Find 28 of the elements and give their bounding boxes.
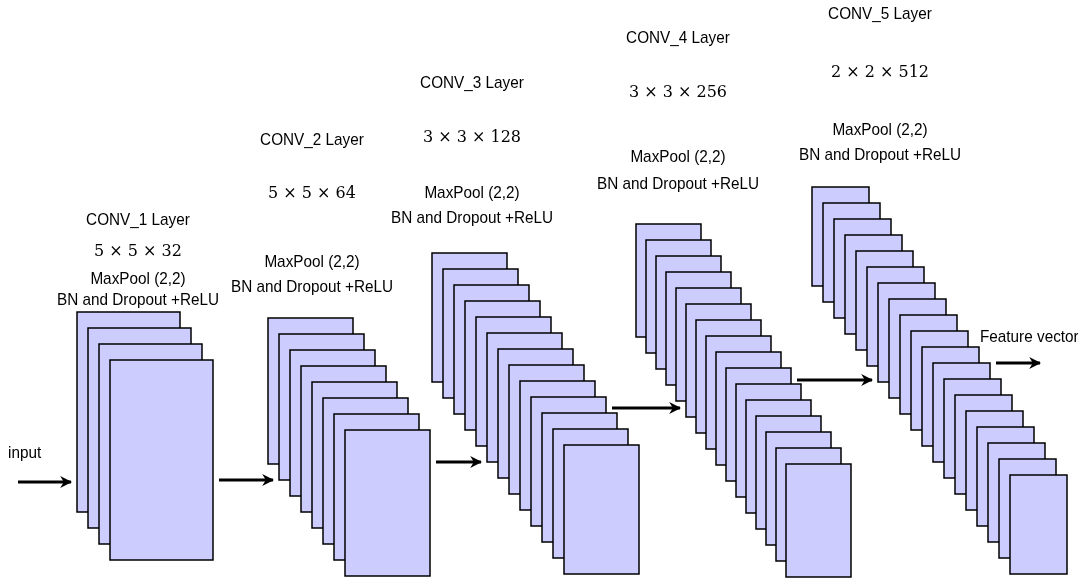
layer-title: CONV_5 Layer bbox=[828, 4, 932, 24]
input-label: input bbox=[8, 443, 42, 463]
operations-text: BN and Dropout +ReLU bbox=[231, 277, 393, 297]
layer-title: CONV_2 Layer bbox=[260, 130, 364, 150]
pooling-text: MaxPool (2,2) bbox=[90, 269, 186, 289]
kernel-size: 5 × 5 × 64 bbox=[268, 183, 356, 203]
operations-text: BN and Dropout +ReLU bbox=[57, 290, 219, 310]
operations-text: BN and Dropout +ReLU bbox=[391, 208, 553, 228]
pooling-text: MaxPool (2,2) bbox=[832, 120, 928, 140]
arrow bbox=[797, 374, 874, 386]
layer-title: CONV_4 Layer bbox=[626, 28, 730, 48]
pooling-text: MaxPool (2,2) bbox=[264, 252, 360, 272]
pooling-text: MaxPool (2,2) bbox=[424, 183, 520, 203]
kernel-size: 2 × 2 × 512 bbox=[830, 62, 930, 82]
operations-text: BN and Dropout +ReLU bbox=[597, 174, 759, 194]
arrow bbox=[996, 357, 1042, 369]
kernel-size: 5 × 5 × 32 bbox=[94, 241, 182, 261]
arrow bbox=[436, 456, 483, 468]
output-label: Feature vector bbox=[980, 327, 1078, 347]
operations-text: BN and Dropout +ReLU bbox=[799, 145, 961, 165]
kernel-size: 3 × 3 × 128 bbox=[422, 127, 522, 147]
arrow bbox=[612, 402, 682, 414]
arrow bbox=[18, 476, 73, 488]
layer-title: CONV_1 Layer bbox=[86, 210, 190, 230]
kernel-size: 3 × 3 × 256 bbox=[628, 82, 728, 102]
layer-title: CONV_3 Layer bbox=[420, 73, 524, 93]
pooling-text: MaxPool (2,2) bbox=[630, 147, 726, 167]
arrow bbox=[219, 474, 275, 486]
